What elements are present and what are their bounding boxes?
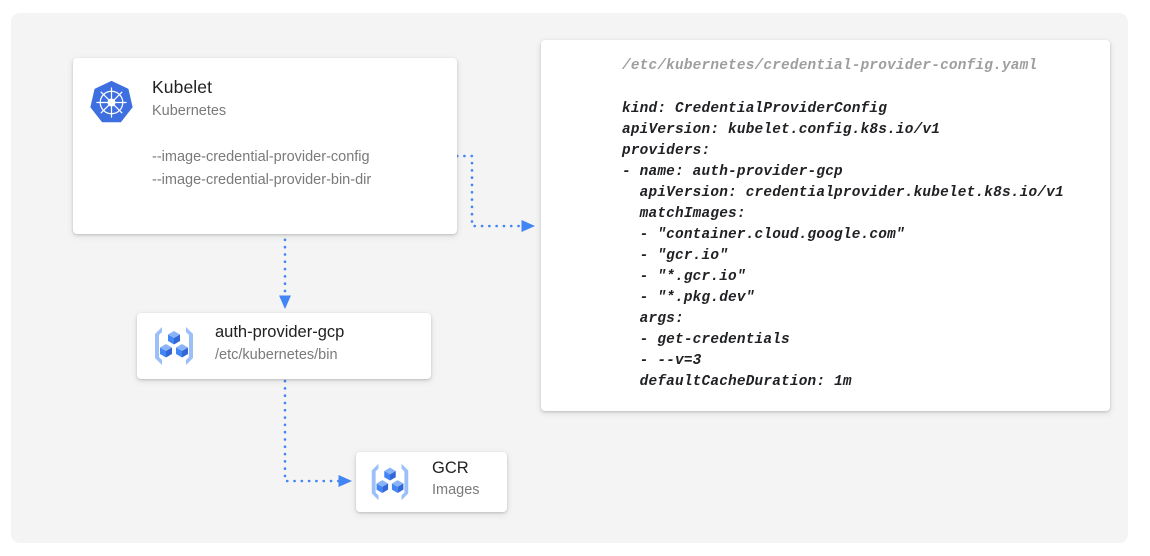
kubelet-subtitle: Kubernetes (152, 103, 227, 119)
yaml-file-path: /etc/kubernetes/credential-provider-conf… (622, 58, 1038, 74)
kubelet-title: Kubelet (152, 77, 213, 97)
kubernetes-logo-icon (88, 79, 135, 126)
kubelet-node[interactable]: Kubelet Kubernetes --image-credential-pr… (73, 58, 457, 234)
auth-provider-gcp-node[interactable]: auth-provider-gcp /etc/kubernetes/bin (137, 313, 431, 379)
kubelet-flag-item: --image-credential-provider-bin-dir (152, 172, 372, 188)
auth-provider-gcp-subtitle: /etc/kubernetes/bin (215, 347, 338, 363)
auth-provider-gcp-title: auth-provider-gcp (215, 323, 345, 341)
yaml-file-content: kind: CredentialProviderConfig apiVersio… (622, 101, 1064, 390)
credential-provider-config-panel[interactable]: /etc/kubernetes/credential-provider-conf… (541, 40, 1110, 411)
kubelet-flag-list: --image-credential-provider-config --ima… (152, 146, 371, 192)
gcr-title: GCR (432, 459, 469, 477)
gcr-subtitle: Images (432, 482, 480, 498)
gcr-node[interactable]: GCR Images (356, 452, 507, 512)
kubelet-flag-item: --image-credential-provider-config (152, 149, 370, 165)
container-registry-icon (366, 458, 414, 506)
container-registry-icon (149, 321, 199, 371)
